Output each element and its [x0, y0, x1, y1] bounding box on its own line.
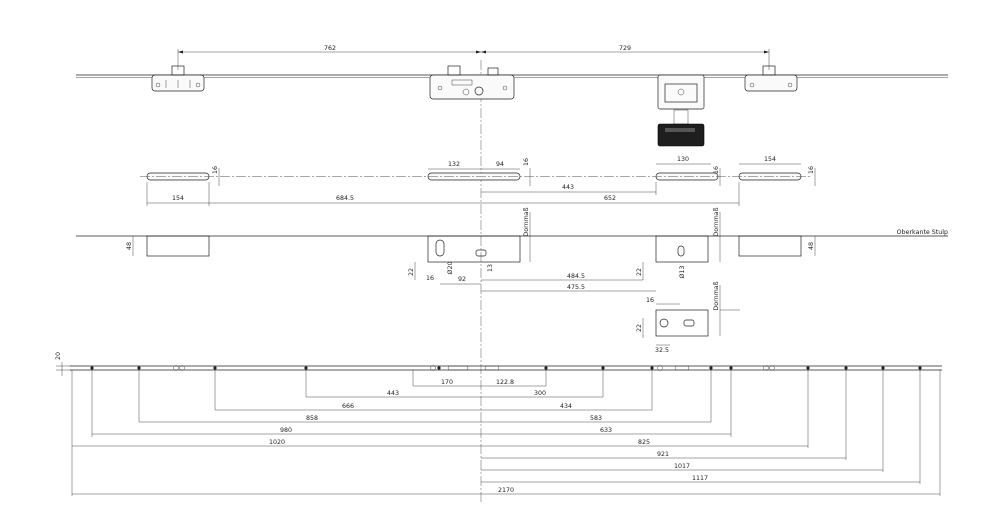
dim-94: 94	[496, 161, 504, 168]
dim-154-bottom: 154	[172, 195, 184, 202]
faceplate-holes	[90, 365, 922, 371]
dim-300: 300	[534, 390, 546, 397]
left-hook-lock	[151, 65, 205, 92]
dim-132: 132	[448, 161, 460, 168]
dim-16-d: 16	[808, 166, 815, 174]
right-hook-lock	[744, 65, 798, 92]
dim-684-5: 684.5	[336, 195, 354, 202]
dim-2170: 2170	[498, 487, 514, 494]
dim-1117: 1117	[692, 475, 708, 482]
dim-phi13: Ø13	[678, 266, 686, 279]
dim-dornmass-1: Dornmaß	[523, 207, 530, 236]
dim-1020: 1020	[269, 439, 285, 446]
dim-32-5: 32.5	[655, 347, 669, 354]
dim-825: 825	[638, 439, 650, 446]
label-oberkante-stulp: Oberkante Stulp	[897, 229, 948, 236]
dim-130: 130	[677, 156, 689, 163]
dim-22-b: 22	[636, 268, 643, 276]
motor-unit	[657, 74, 705, 147]
dim-434: 434	[560, 403, 572, 410]
faceplate-view: 20	[55, 352, 942, 496]
dim-dornmass-3: Dornmaß	[713, 281, 720, 310]
dim-443-bottom: 443	[387, 390, 399, 397]
dim-484-5: 484.5	[567, 273, 585, 280]
dim-980: 980	[280, 427, 292, 434]
dim-666: 666	[342, 403, 354, 410]
dim-583: 583	[590, 415, 602, 422]
cutout-left	[146, 235, 210, 257]
cutout-view: Oberkante Stulp 48 48 Dornmaß 22 16 Ø20 …	[76, 207, 948, 354]
cutout-detail	[655, 309, 709, 337]
dim-phi20: Ø20	[446, 262, 454, 275]
dim-16-b: 16	[523, 158, 530, 166]
assembly-view: 762 729	[76, 45, 948, 147]
dim-762: 762	[324, 45, 336, 52]
dim-22-c: 22	[636, 324, 643, 332]
motor-housing	[657, 123, 705, 147]
dim-652: 652	[604, 195, 616, 202]
cutout-right	[738, 235, 802, 257]
strike-bolts-view: 132 94 130 154 16 16 16 16 443 154 684.5…	[140, 156, 816, 206]
dim-443-strike: 443	[562, 184, 574, 191]
dim-16-c: 16	[713, 166, 720, 174]
cutout-center-right	[655, 235, 709, 263]
dim-48-right: 48	[808, 242, 815, 250]
dim-22-a: 22	[408, 268, 415, 276]
dim-16-cut: 16	[426, 275, 434, 282]
cutout-center	[427, 235, 521, 263]
dim-48-left: 48	[126, 242, 133, 250]
dim-154-top: 154	[764, 156, 776, 163]
dim-13-cut: 13	[487, 264, 494, 272]
dim-729: 729	[619, 45, 631, 52]
dim-20: 20	[55, 352, 62, 360]
dim-633: 633	[600, 427, 612, 434]
dim-1017: 1017	[674, 463, 690, 470]
dim-921: 921	[657, 451, 669, 458]
dim-858: 858	[306, 415, 318, 422]
main-lock-case	[429, 65, 515, 100]
dim-475-5: 475.5	[567, 284, 585, 291]
dim-122-8: 122.8	[496, 379, 514, 386]
dim-16-a: 16	[212, 166, 219, 174]
dim-170: 170	[441, 379, 453, 386]
dim-92: 92	[458, 276, 466, 283]
dim-16-detail: 16	[646, 297, 654, 304]
dim-dornmass-2: Dornmaß	[713, 207, 720, 236]
